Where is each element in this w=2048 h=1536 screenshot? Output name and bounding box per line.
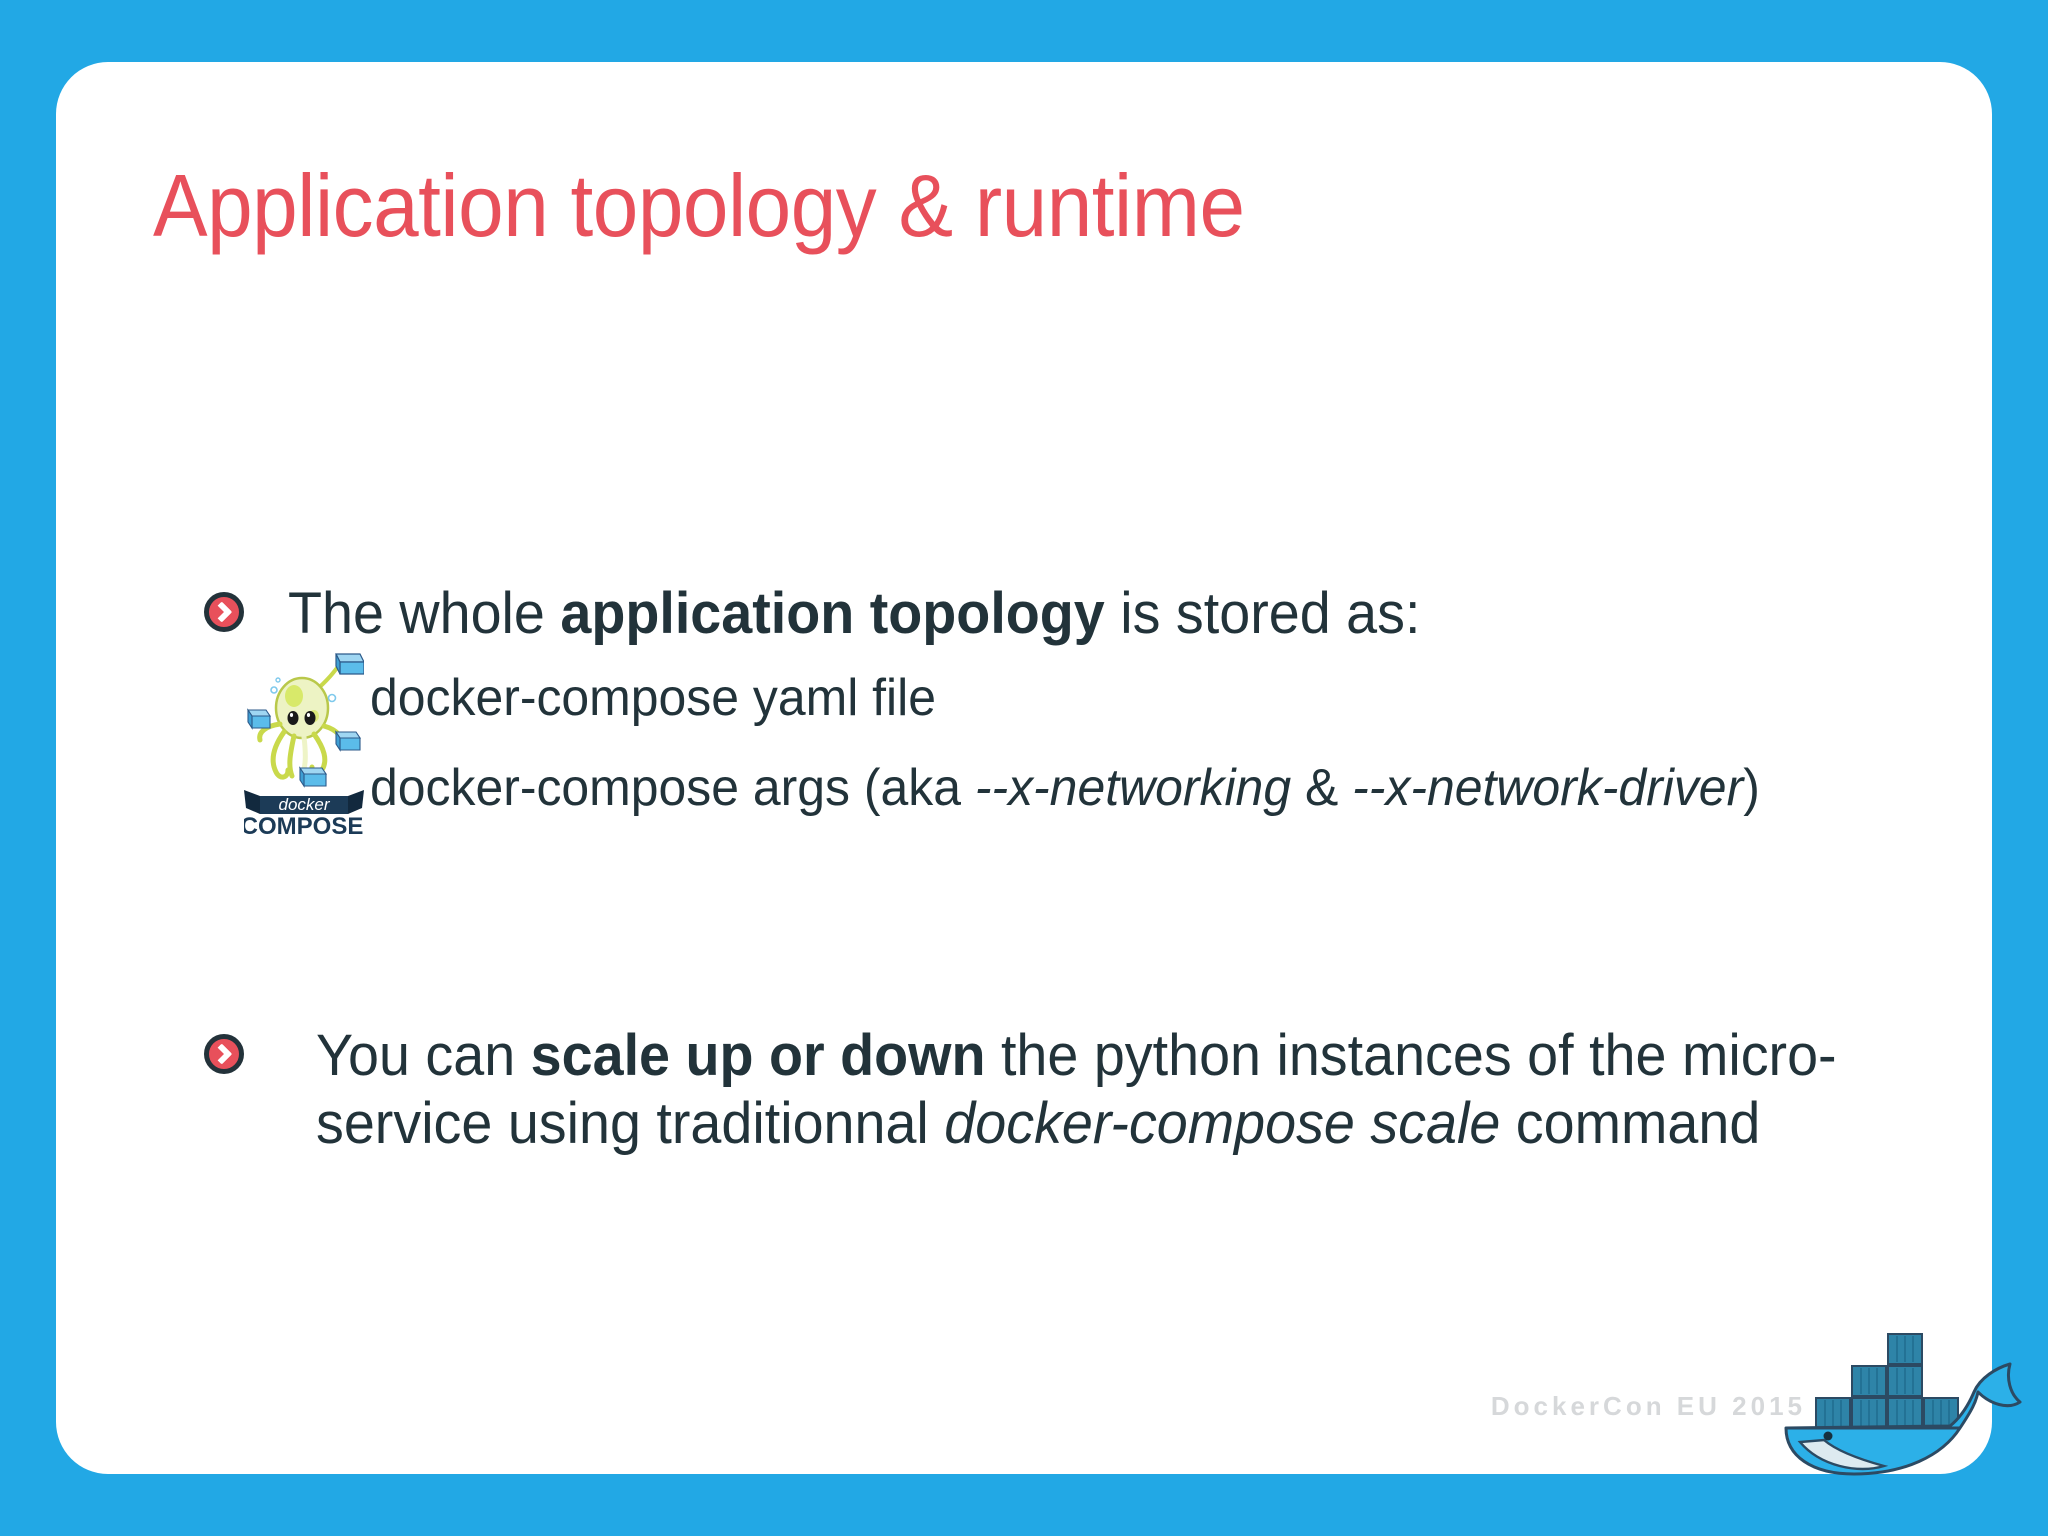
bullet-text-topology: The whole application topology is stored… bbox=[288, 581, 1421, 646]
bullet-item-topology: The whole application topology is stored… bbox=[204, 580, 1964, 648]
bullet-item-scale: You can scale up or down the python inst… bbox=[204, 1022, 1994, 1159]
chevron-right-glyph bbox=[211, 601, 233, 623]
sub-bullet-list: docker COMPOSE docker-compose yaml file … bbox=[244, 653, 1984, 840]
slide-card: Application topology & runtime The whole… bbox=[56, 62, 2022, 1476]
page-title: Application topology & runtime bbox=[153, 156, 1245, 255]
chevron-right-glyph bbox=[211, 1043, 233, 1065]
sub-bullet-yaml: docker-compose yaml file bbox=[244, 654, 1984, 744]
slide-body: The whole application topology is stored… bbox=[56, 62, 1992, 1474]
docker-whale-logo bbox=[1784, 1333, 2022, 1476]
bullet-text-scale: You can scale up or down the python inst… bbox=[316, 1023, 1837, 1157]
chevron-circle-icon bbox=[204, 1034, 244, 1074]
sub-bullet-text-args: docker-compose args (aka --x-networking … bbox=[370, 759, 1760, 818]
footer-conference-label: DockerCon EU 2015 bbox=[1490, 1391, 1806, 1421]
sub-bullet-args: docker-compose args (aka --x-networking … bbox=[244, 744, 1984, 834]
sub-bullet-text-yaml: docker-compose yaml file bbox=[370, 669, 936, 728]
chevron-circle-icon bbox=[204, 592, 244, 632]
